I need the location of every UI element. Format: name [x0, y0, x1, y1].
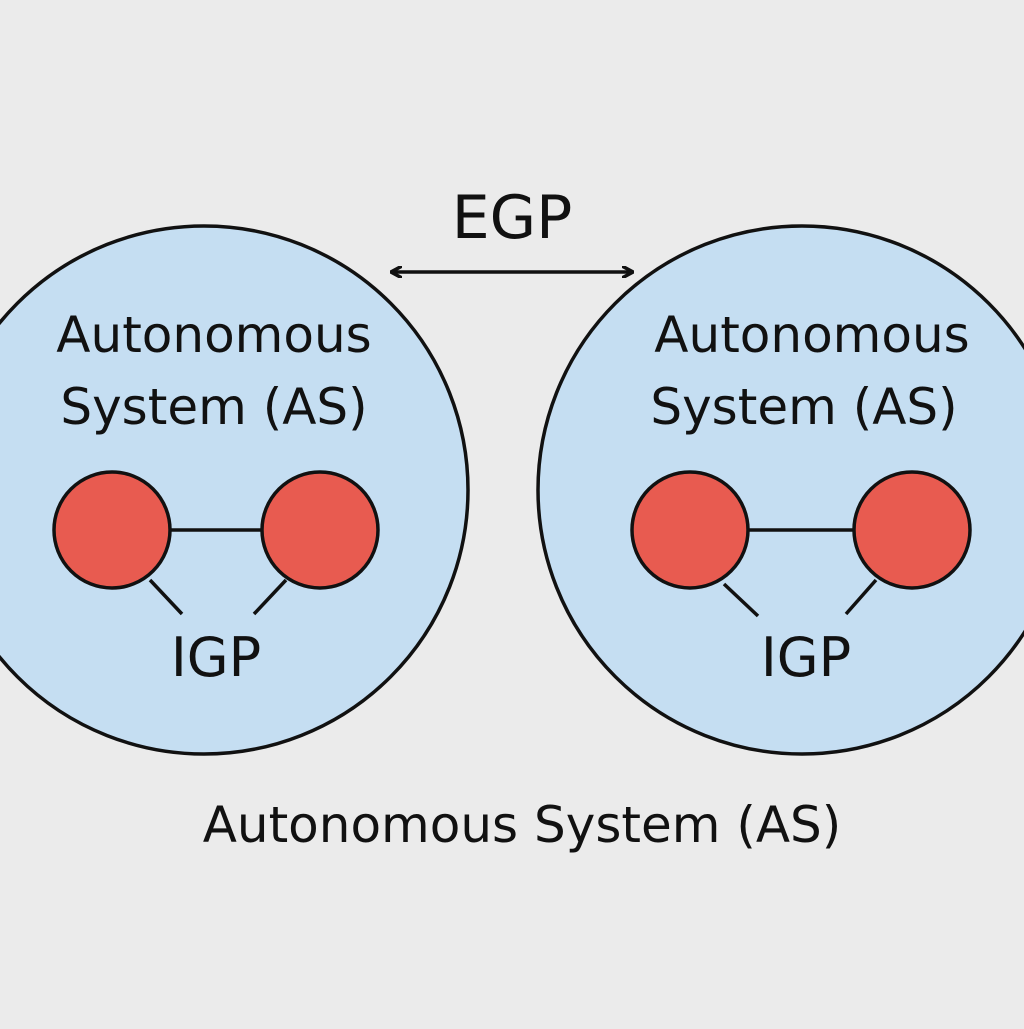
right-igp-label: IGP — [761, 626, 851, 689]
egp-connection: EGP — [392, 183, 632, 272]
right-as-label-line1: Autonomous — [654, 306, 969, 364]
left-router-2 — [260, 470, 380, 590]
left-router-1 — [52, 470, 172, 590]
right-router-2 — [852, 470, 972, 590]
left-as-label-line1: Autonomous — [56, 306, 371, 364]
right-igp-link-b — [844, 578, 878, 616]
right-as-label-line2: System (AS) — [650, 378, 957, 436]
egp-label: EGP — [452, 183, 573, 253]
left-as-circle — [0, 224, 470, 756]
left-autonomous-system: Autonomous System (AS) IGP — [0, 224, 470, 756]
left-as-label-line2: System (AS) — [60, 378, 367, 436]
right-router-1 — [630, 470, 750, 590]
left-igp-link-a — [148, 578, 184, 616]
left-igp-link-b — [252, 578, 288, 616]
right-as-circle — [536, 224, 1024, 756]
right-autonomous-system: Autonomous System (AS) IGP — [536, 224, 1024, 756]
bottom-caption: Autonomous System (AS) — [203, 796, 842, 854]
left-igp-label: IGP — [171, 626, 261, 689]
right-igp-link-a — [722, 582, 760, 618]
